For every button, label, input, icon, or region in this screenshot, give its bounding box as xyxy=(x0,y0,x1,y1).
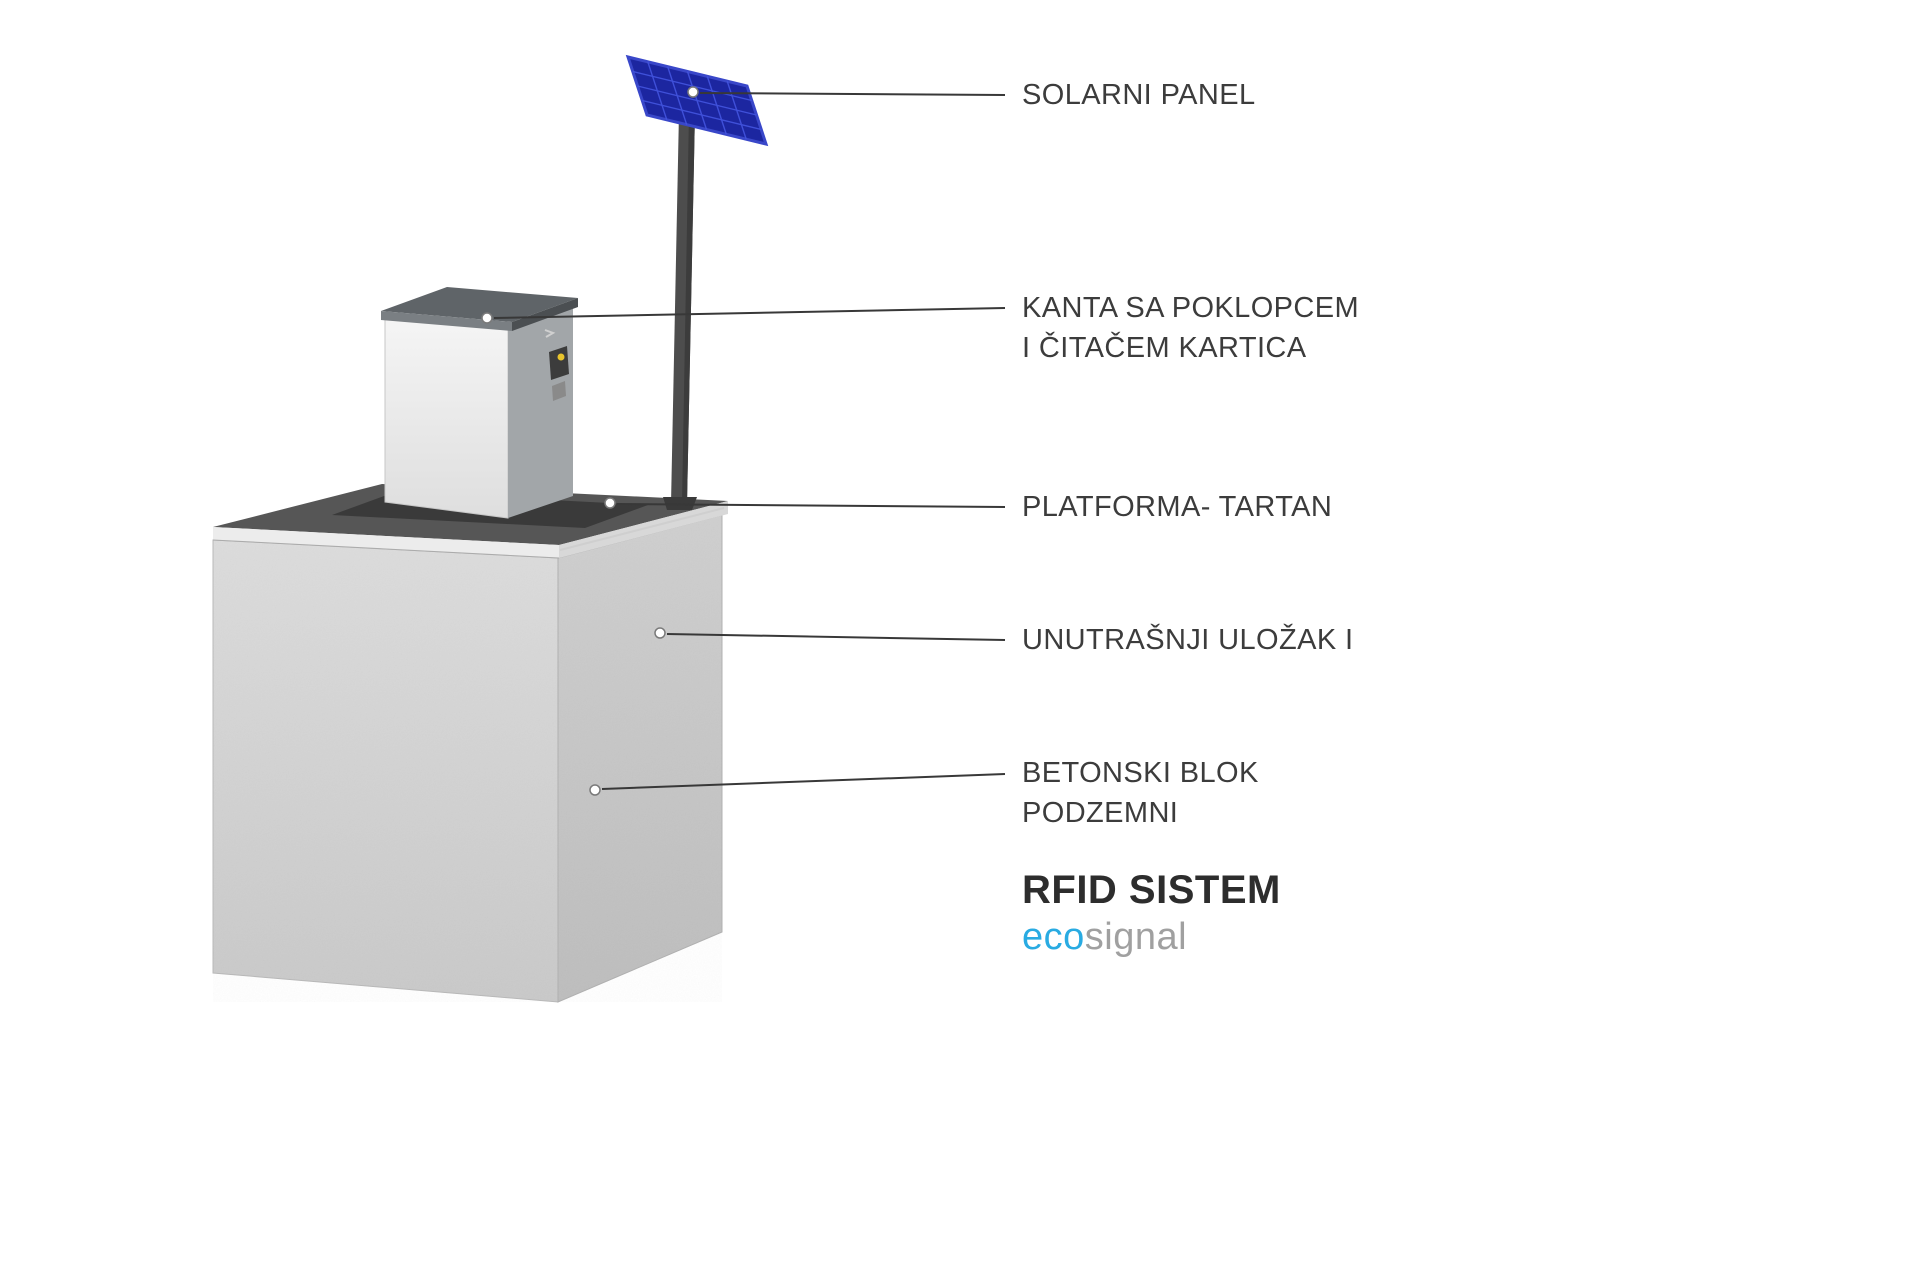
system-title: RFID SISTEM xyxy=(1022,868,1281,912)
callout-line-platform xyxy=(616,503,1006,508)
label-concrete-block: BETONSKI BLOK PODZEMNI xyxy=(1022,753,1259,833)
label-inner-insert: UNUTRAŠNJI ULOŽAK I xyxy=(1022,620,1353,660)
concrete-block-illustration xyxy=(212,514,723,1003)
callout-dots xyxy=(481,86,699,796)
label-platform: PLATFORMA- TARTAN xyxy=(1022,487,1332,527)
callout-line-concrete xyxy=(601,773,1006,790)
callout-dot-solar-panel xyxy=(687,86,699,98)
callout-lines xyxy=(493,92,1006,790)
bin-lid-mark xyxy=(544,329,556,338)
solar-panel-grid xyxy=(632,61,762,140)
label-solar-panel: SOLARNI PANEL xyxy=(1022,75,1256,115)
card-reader-led xyxy=(557,353,565,361)
platform-illustration xyxy=(212,484,728,559)
platform-rim-front xyxy=(213,527,559,558)
label-concrete-line2: PODZEMNI xyxy=(1022,797,1179,829)
bin-front-face xyxy=(384,317,509,519)
bin-right-face xyxy=(508,305,573,518)
callout-line-solar-panel xyxy=(699,92,1006,96)
label-solar-panel-line1: SOLARNI PANEL xyxy=(1022,79,1256,111)
solar-pole xyxy=(663,112,697,510)
callout-dot-inner-insert xyxy=(654,627,666,639)
label-bin-line1: KANTA SA POKLOPCEM xyxy=(1022,292,1360,324)
ecosignal-logo: ecosignal xyxy=(1022,916,1187,959)
label-platform-line1: PLATFORMA- TARTAN xyxy=(1022,491,1333,523)
label-inner-insert-line1: UNUTRAŠNJI ULOŽAK I xyxy=(1022,624,1354,656)
bin-illustration xyxy=(381,287,578,519)
callout-line-bin xyxy=(493,307,1006,319)
callout-dot-concrete xyxy=(589,784,601,796)
bin-lid-right-edge xyxy=(512,298,578,331)
callout-dot-bin xyxy=(481,312,493,324)
label-bin-with-lid: KANTA SA POKLOPCEM I ČITAČEM KARTICA xyxy=(1022,288,1359,368)
platform-edge-line xyxy=(212,539,560,559)
label-bin-line2: I ČITAČEM KARTICA xyxy=(1022,332,1307,364)
logo-eco-part: eco xyxy=(1022,916,1085,958)
solar-panel-illustration xyxy=(625,54,769,147)
callout-line-inner-insert xyxy=(666,633,1006,641)
platform-seam-line xyxy=(559,507,725,551)
label-concrete-line1: BETONSKI BLOK xyxy=(1022,757,1259,789)
bin-lid-front-edge xyxy=(381,311,512,331)
callout-dot-platform xyxy=(604,497,616,509)
pole-shaft-shade xyxy=(682,112,695,504)
bin-lid-top xyxy=(381,287,578,322)
bin-latch xyxy=(552,381,566,401)
card-reader xyxy=(549,346,569,380)
logo-signal-part: signal xyxy=(1084,916,1188,958)
